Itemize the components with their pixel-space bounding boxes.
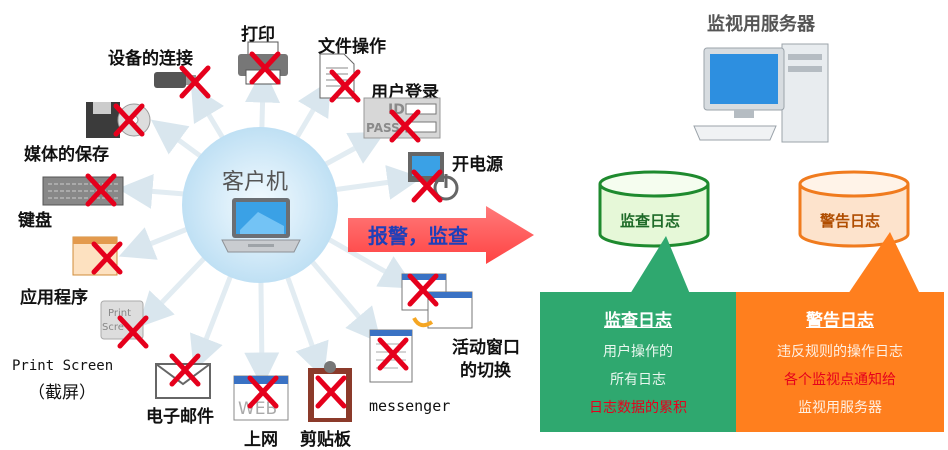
alert-cylinder-label: 警告日志 [820,212,881,230]
web-browser-icon: WEB [233,375,289,421]
arrow-label: 报警，监查 [368,224,468,248]
x-mark-web [247,375,279,409]
audit-box-line-2: 所有日志 [610,372,666,388]
alert-box-line-3: 监视用服务器 [798,400,882,416]
x-mark-login [389,109,421,143]
label-app: 应用程序 [20,288,88,308]
alert-arrow [348,206,534,264]
label-window-switch-2: 的切换 [460,361,511,381]
web-text: WEB [238,399,277,419]
label-media-save: 媒体的保存 [24,145,109,165]
audit-cylinder-label: 监查日志 [620,212,681,230]
laptop-icon [221,198,301,253]
alert-box-title: 警告日志 [806,311,874,331]
client-label: 客户机 [222,170,289,195]
x-mark-clipboard [315,375,347,409]
label-web: 上网 [244,430,278,450]
audit-box-title: 监查日志 [604,311,672,331]
x-mark-file [329,69,361,103]
x-mark-power [411,169,443,203]
server-computer-icon [693,43,829,143]
audit-box-line-1: 用户操作的 [603,344,673,360]
x-mark-print [249,51,281,85]
audit-log-cylinder [598,170,710,248]
label-print-screen: Print Screen [12,358,114,374]
label-power-on: 开电源 [452,155,503,175]
alert-log-cylinder [798,170,910,248]
label-email: 电子邮件 [146,407,214,427]
alert-log-box: 警告日志 违反规则的操作日志 各个监视点通知给 监视用服务器 [736,292,944,432]
login-id-icon: ID PASS [363,97,441,139]
label-file-ops: 文件操作 [318,37,386,57]
label-messenger: messenger [369,397,451,415]
print-key-text: Print [108,308,131,319]
label-device-conn: 设备的连接 [108,49,193,69]
label-keyboard: 键盘 [18,211,52,231]
alert-box-line-1: 违反规则的操作日志 [777,344,903,360]
x-mark-messenger [377,337,409,371]
screen-key-text: Scre [102,322,124,333]
label-window-switch-1: 活动窗口 [452,338,520,358]
x-mark-app [91,241,123,275]
alert-box-line-2: 各个监视点通知给 [784,372,896,388]
x-mark-keyboard [85,173,117,207]
pass-text: PASS [366,121,400,135]
audit-log-box: 监查日志 用户操作的 所有日志 日志数据的累积 [540,292,736,432]
x-mark-device [179,65,211,99]
server-title: 监视用服务器 [707,14,815,35]
label-print: 打印 [241,25,275,45]
x-mark-email [169,353,201,387]
audit-box-highlight: 日志数据的累积 [589,400,687,416]
window-switch-icon [401,273,473,329]
x-mark-window [407,273,439,307]
label-print-screen-cn: （截屏） [28,383,96,403]
label-clipboard: 剪贴板 [300,430,351,450]
x-mark-media [113,103,145,137]
x-mark-print-screen [117,315,149,349]
